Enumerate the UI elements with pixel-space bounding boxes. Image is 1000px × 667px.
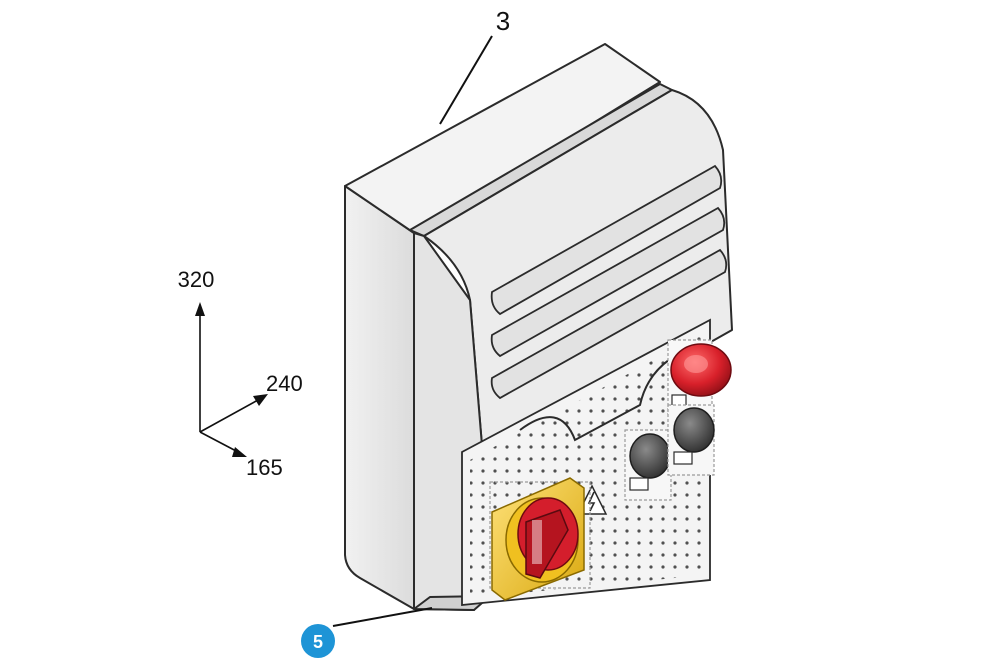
leader-line-top <box>439 35 493 125</box>
callout-badge-circle <box>301 624 335 658</box>
louver-3 <box>490 248 728 400</box>
switch-handle <box>525 509 569 579</box>
axis-depth-line <box>199 399 259 433</box>
rotary-isolator-switch <box>489 477 591 601</box>
leader-line-bottom <box>332 607 433 627</box>
high-voltage-warning-icon <box>576 484 608 515</box>
emergency-stop-button <box>667 339 732 415</box>
callout-leaders <box>332 35 493 627</box>
housing-top-panel <box>344 43 661 234</box>
dimension-width-label: 165 <box>246 455 283 480</box>
axis-width-line <box>199 431 239 453</box>
axis-depth-arrow-icon <box>253 394 268 406</box>
louver-2 <box>490 206 726 358</box>
part-label-top: 3 <box>496 6 510 36</box>
part-callout-badge: 5 <box>301 624 335 658</box>
push-button-left <box>624 429 672 501</box>
lid-louvers <box>490 164 728 400</box>
louver-1 <box>490 164 723 316</box>
dimension-depth-label: 240 <box>266 371 303 396</box>
axis-height-arrow-icon <box>195 302 205 316</box>
dimension-height-label: 320 <box>178 267 215 292</box>
axis-width-arrow-icon <box>232 447 247 457</box>
dimension-axes <box>195 302 268 457</box>
push-button-right <box>667 404 715 476</box>
housing-side-panel <box>344 185 415 610</box>
part-label-bottom: 5 <box>313 632 323 652</box>
